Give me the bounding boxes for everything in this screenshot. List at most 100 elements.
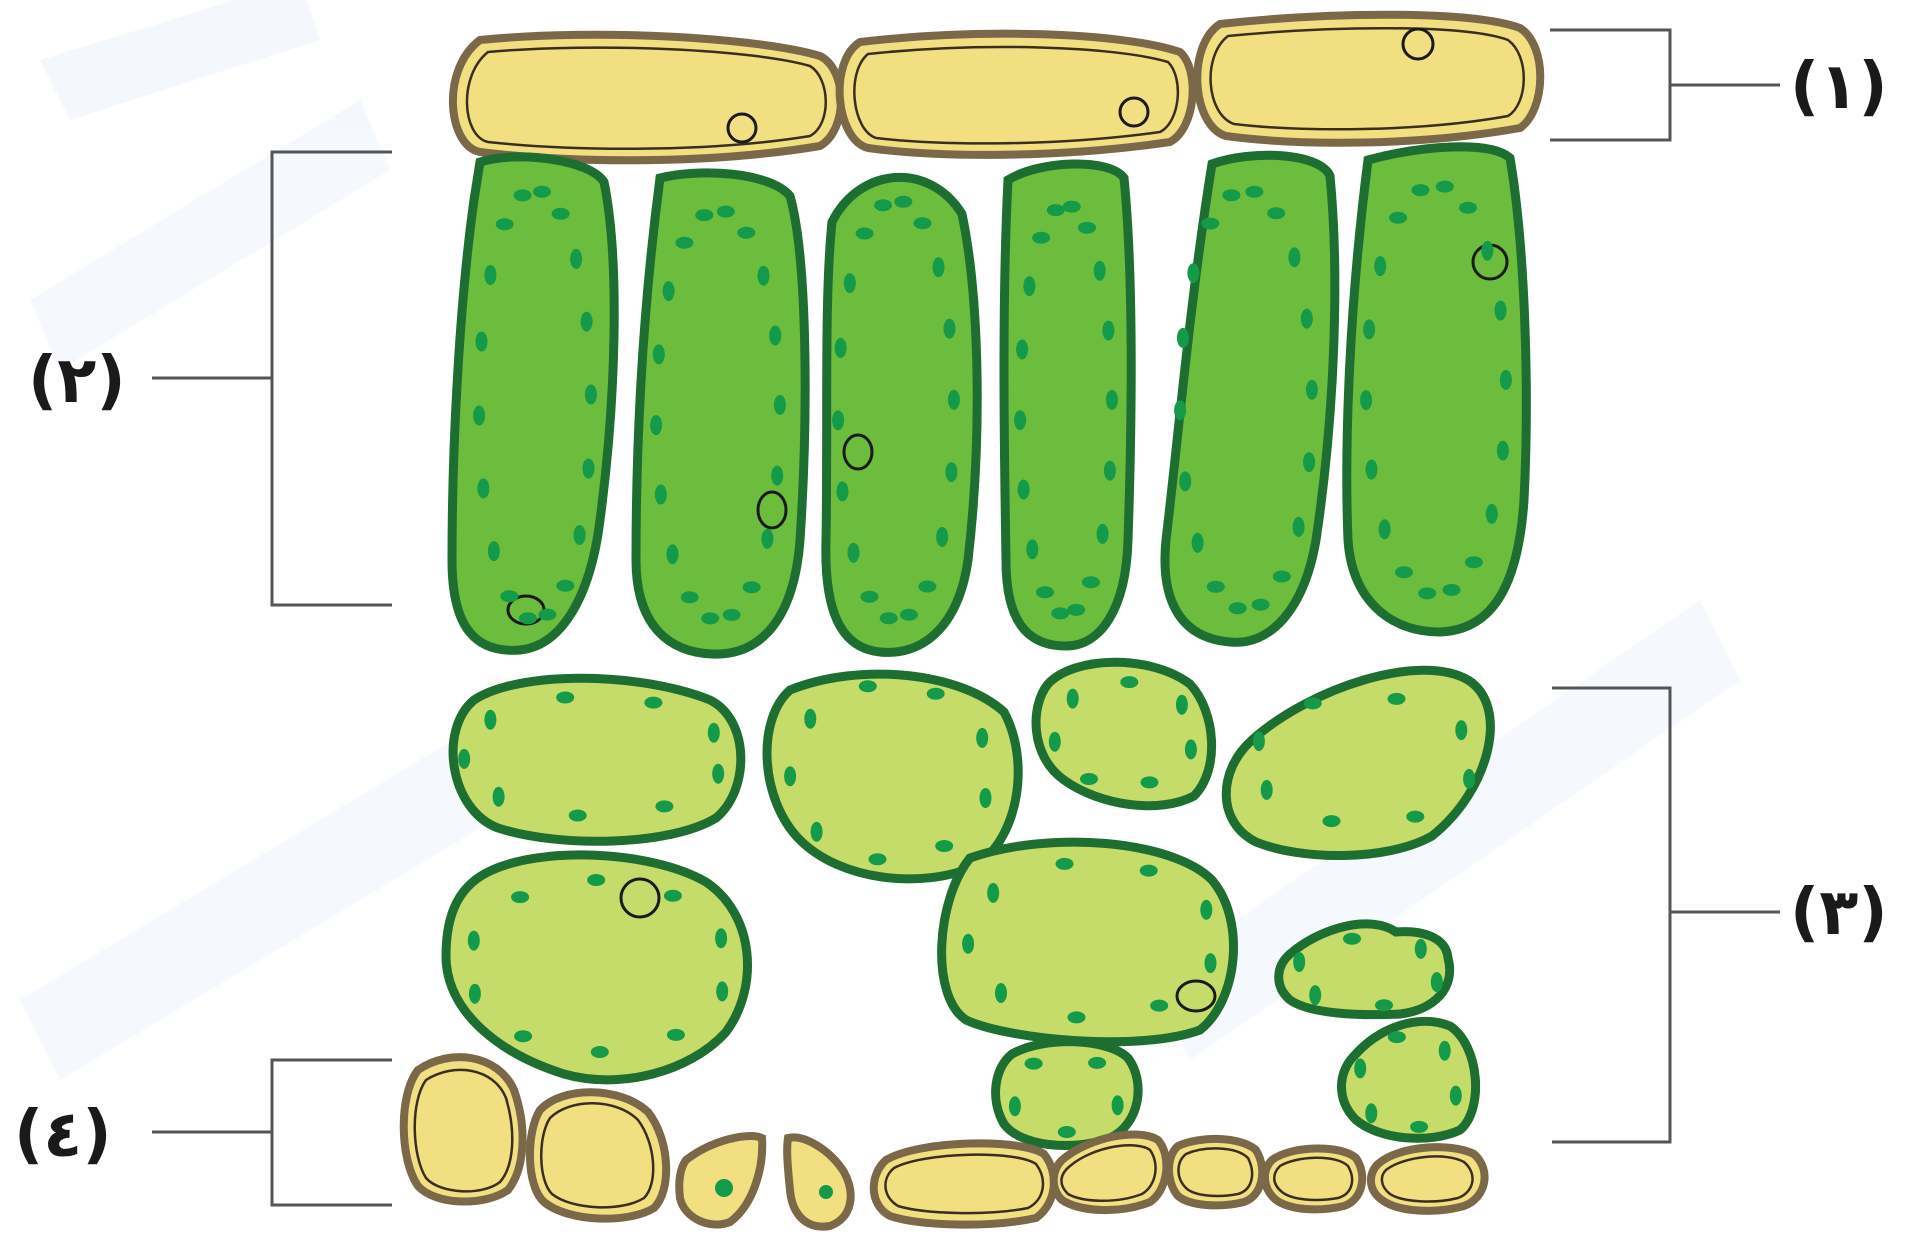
chloroplast [914, 217, 932, 229]
chloroplast [1443, 584, 1461, 596]
chloroplast [1354, 1058, 1366, 1078]
chloroplast [667, 544, 679, 564]
chloroplast [723, 609, 741, 621]
chloroplast [1068, 1011, 1086, 1023]
bracket-4 [152, 1060, 392, 1205]
chloroplast [1176, 695, 1188, 715]
chloroplast [980, 788, 992, 808]
palisade-layer [452, 147, 1526, 654]
chloroplast [1465, 556, 1483, 568]
chloroplast [848, 543, 860, 563]
chloroplast [585, 385, 597, 405]
chloroplast [1323, 815, 1341, 827]
chloroplast [1415, 939, 1427, 959]
chloroplast [1018, 480, 1030, 500]
chloroplast [1253, 731, 1265, 751]
chloroplast [1439, 1041, 1451, 1061]
chloroplast [667, 1029, 685, 1041]
chloroplast [1023, 276, 1035, 296]
chloroplast [519, 612, 537, 624]
chloroplast [835, 338, 847, 358]
chloroplast [1056, 858, 1074, 870]
chloroplast [717, 206, 735, 218]
chloroplast [1229, 602, 1247, 614]
chloroplast [1431, 972, 1443, 992]
chloroplast [1150, 1000, 1168, 1012]
chloroplast [935, 840, 953, 852]
chloroplast [1497, 441, 1509, 461]
chloroplast [1375, 999, 1393, 1011]
lower-epidermis [404, 1057, 1485, 1226]
chloroplast [1036, 586, 1054, 598]
chloroplast [737, 227, 755, 239]
chloroplast [1455, 720, 1467, 740]
label-palisade-layer: (٢) [28, 344, 126, 418]
chloroplast [1303, 452, 1315, 472]
chloroplast [784, 766, 796, 786]
chloroplast [570, 249, 582, 269]
chloroplast [484, 265, 496, 285]
chloroplast [514, 189, 532, 201]
chloroplast [1088, 1057, 1106, 1069]
label-upper-epidermis: (١) [1790, 50, 1888, 124]
chloroplast [556, 692, 574, 704]
chloroplast [655, 800, 673, 812]
chloroplast [715, 928, 727, 948]
chloroplast [1187, 263, 1199, 283]
chloroplast [1025, 1058, 1043, 1070]
chloroplast [1192, 533, 1204, 553]
chloroplast [1486, 504, 1498, 524]
chloroplast [1097, 524, 1109, 544]
chloroplast [1301, 309, 1313, 329]
chloroplast [500, 590, 518, 602]
chloroplast [1273, 571, 1291, 583]
chloroplast [1374, 256, 1386, 276]
chloroplast [1205, 953, 1217, 973]
chloroplast [1363, 319, 1375, 339]
chloroplast [538, 609, 556, 621]
chloroplast [804, 709, 816, 729]
lower-epidermis-cell [530, 1092, 666, 1218]
chloroplast [701, 612, 719, 624]
palisade-cell [1347, 147, 1527, 632]
guard-cell [679, 1136, 762, 1224]
chloroplast [695, 209, 713, 221]
chloroplast [1406, 811, 1424, 823]
chloroplast [811, 822, 823, 842]
chloroplast [918, 581, 936, 593]
chloroplast [1047, 204, 1065, 216]
chloroplast [574, 525, 586, 545]
chloroplast [1500, 370, 1512, 390]
palisade-cell [826, 177, 977, 652]
spongy-cell [453, 678, 741, 841]
chloroplast [771, 466, 783, 486]
chloroplast [716, 981, 728, 1001]
chloroplast [591, 1046, 609, 1058]
chloroplast [1067, 689, 1079, 709]
chloroplast [1222, 189, 1240, 201]
chloroplast [758, 266, 770, 286]
upper-epidermis [453, 15, 1540, 161]
chloroplast [650, 415, 662, 435]
chloroplast [1309, 985, 1321, 1005]
chloroplast [1140, 865, 1158, 877]
chloroplast [1185, 739, 1197, 759]
chloroplast [583, 459, 595, 479]
chloroplast [1051, 607, 1069, 619]
chloroplast [1267, 207, 1285, 219]
chloroplast [1360, 390, 1372, 410]
chloroplast [933, 257, 945, 277]
chloroplast [675, 237, 693, 249]
chloroplast [1063, 201, 1081, 213]
chloroplast [1366, 460, 1378, 480]
chloroplast [664, 890, 682, 902]
spongy-cell [446, 855, 748, 1080]
chloroplast [1080, 773, 1098, 785]
chloroplast [644, 697, 662, 709]
chloroplast [944, 319, 956, 339]
chloroplast [1177, 328, 1189, 348]
chloroplast [894, 196, 912, 208]
label-lower-epidermis: (٤) [14, 1098, 112, 1172]
chloroplast [1293, 952, 1305, 972]
